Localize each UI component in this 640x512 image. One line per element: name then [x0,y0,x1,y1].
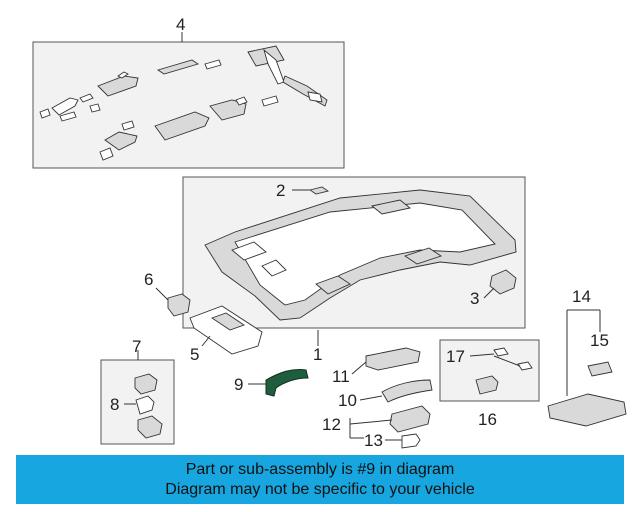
parts-diagram: 4 2 3 6 5 1 7 8 9 11 10 12 13 17 16 14 1… [32,15,627,450]
part-14-console [547,393,627,427]
callout-14: 14 [572,287,591,306]
group-16-box [439,339,540,402]
part-15-pad [587,361,613,377]
part-12-lamp [389,405,431,433]
callout-16: 16 [478,410,497,429]
part-10-handle [381,379,433,403]
headliner-box [182,176,526,329]
callout-10: 10 [338,391,357,410]
group-4-box [32,32,345,169]
part-11-bracket [365,347,421,371]
part-2-pad [308,186,330,195]
callout-5: 5 [190,345,199,364]
callout-3: 3 [470,289,479,308]
banner-line-2: Diagram may not be specific to your vehi… [165,480,475,498]
part-5-visor [189,305,263,355]
callout-8: 8 [110,395,119,414]
callout-1: 1 [313,345,322,364]
part-13-bulb [401,433,421,449]
callout-4: 4 [176,15,185,34]
leader-lines [124,189,601,441]
callout-7: 7 [132,337,141,356]
part-9-grab-handle [265,369,309,397]
group-7-box [100,350,175,445]
part-6-clip [167,293,191,317]
callout-11: 11 [332,367,350,386]
callout-15: 15 [590,331,609,350]
part-3-lamp [489,269,517,295]
part-5-visor-mirror [211,312,245,331]
callout-12: 12 [322,415,341,434]
callout-9: 9 [234,375,243,394]
info-banner: Part or sub-assembly is #9 in diagram Di… [16,455,624,504]
callout-2: 2 [276,181,285,200]
banner-line-1: Part or sub-assembly is #9 in diagram [185,460,455,478]
callout-17: 17 [446,347,465,366]
callout-6: 6 [144,270,153,289]
callout-13: 13 [364,431,383,450]
